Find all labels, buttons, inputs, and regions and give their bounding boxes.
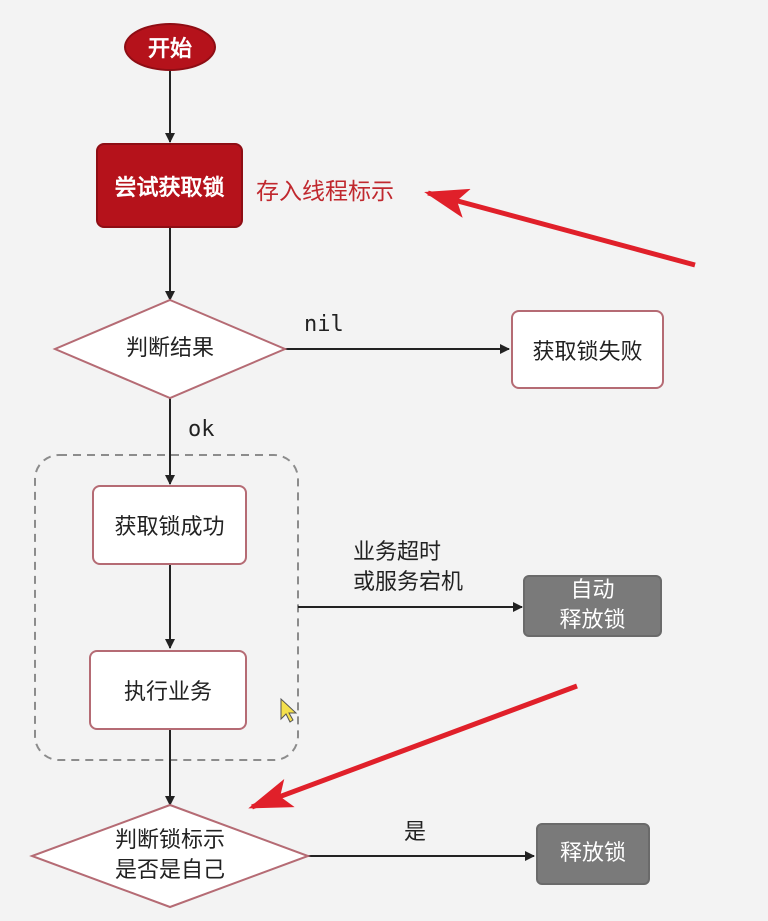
auto-release-line2: 释放锁 — [559, 608, 626, 633]
lock-success-node: 获取锁成功 — [92, 485, 247, 565]
judge-result-label: 判断结果 — [85, 330, 255, 368]
try-lock-label: 尝试获取锁 — [114, 175, 225, 201]
judge-owner-line1: 判断锁标示 — [114, 828, 225, 853]
try-lock-node: 尝试获取锁 — [96, 143, 243, 228]
auto-release-node: 自动 释放锁 — [523, 575, 662, 637]
execute-label: 执行业务 — [123, 680, 212, 705]
execute-node: 执行业务 — [89, 650, 247, 730]
timeout-label-line2: 或服务宕机 — [353, 570, 464, 595]
judge-owner-label: 判断锁标示 是否是自己 — [80, 820, 260, 892]
start-label: 开始 — [147, 37, 192, 62]
judge-result-text: 判断结果 — [125, 336, 214, 361]
timeout-label-line1: 业务超时 — [353, 540, 442, 565]
lock-success-label: 获取锁成功 — [114, 515, 225, 540]
store-thread-annotation: 存入线程标示 — [256, 179, 394, 205]
release-node: 释放锁 — [536, 823, 650, 885]
yes-edge-label: 是 — [404, 820, 427, 845]
lock-fail-label: 获取锁失败 — [532, 339, 643, 365]
start-node: 开始 — [124, 23, 216, 71]
ok-edge-label: ok — [188, 417, 215, 442]
timeout-edge-label: 业务超时 或服务宕机 — [353, 538, 463, 598]
auto-release-line1: 自动 — [570, 578, 615, 603]
release-label: 释放锁 — [559, 841, 626, 866]
nil-edge-label: nil — [304, 312, 344, 337]
lock-fail-node: 获取锁失败 — [511, 310, 664, 389]
judge-owner-line2: 是否是自己 — [114, 858, 225, 883]
